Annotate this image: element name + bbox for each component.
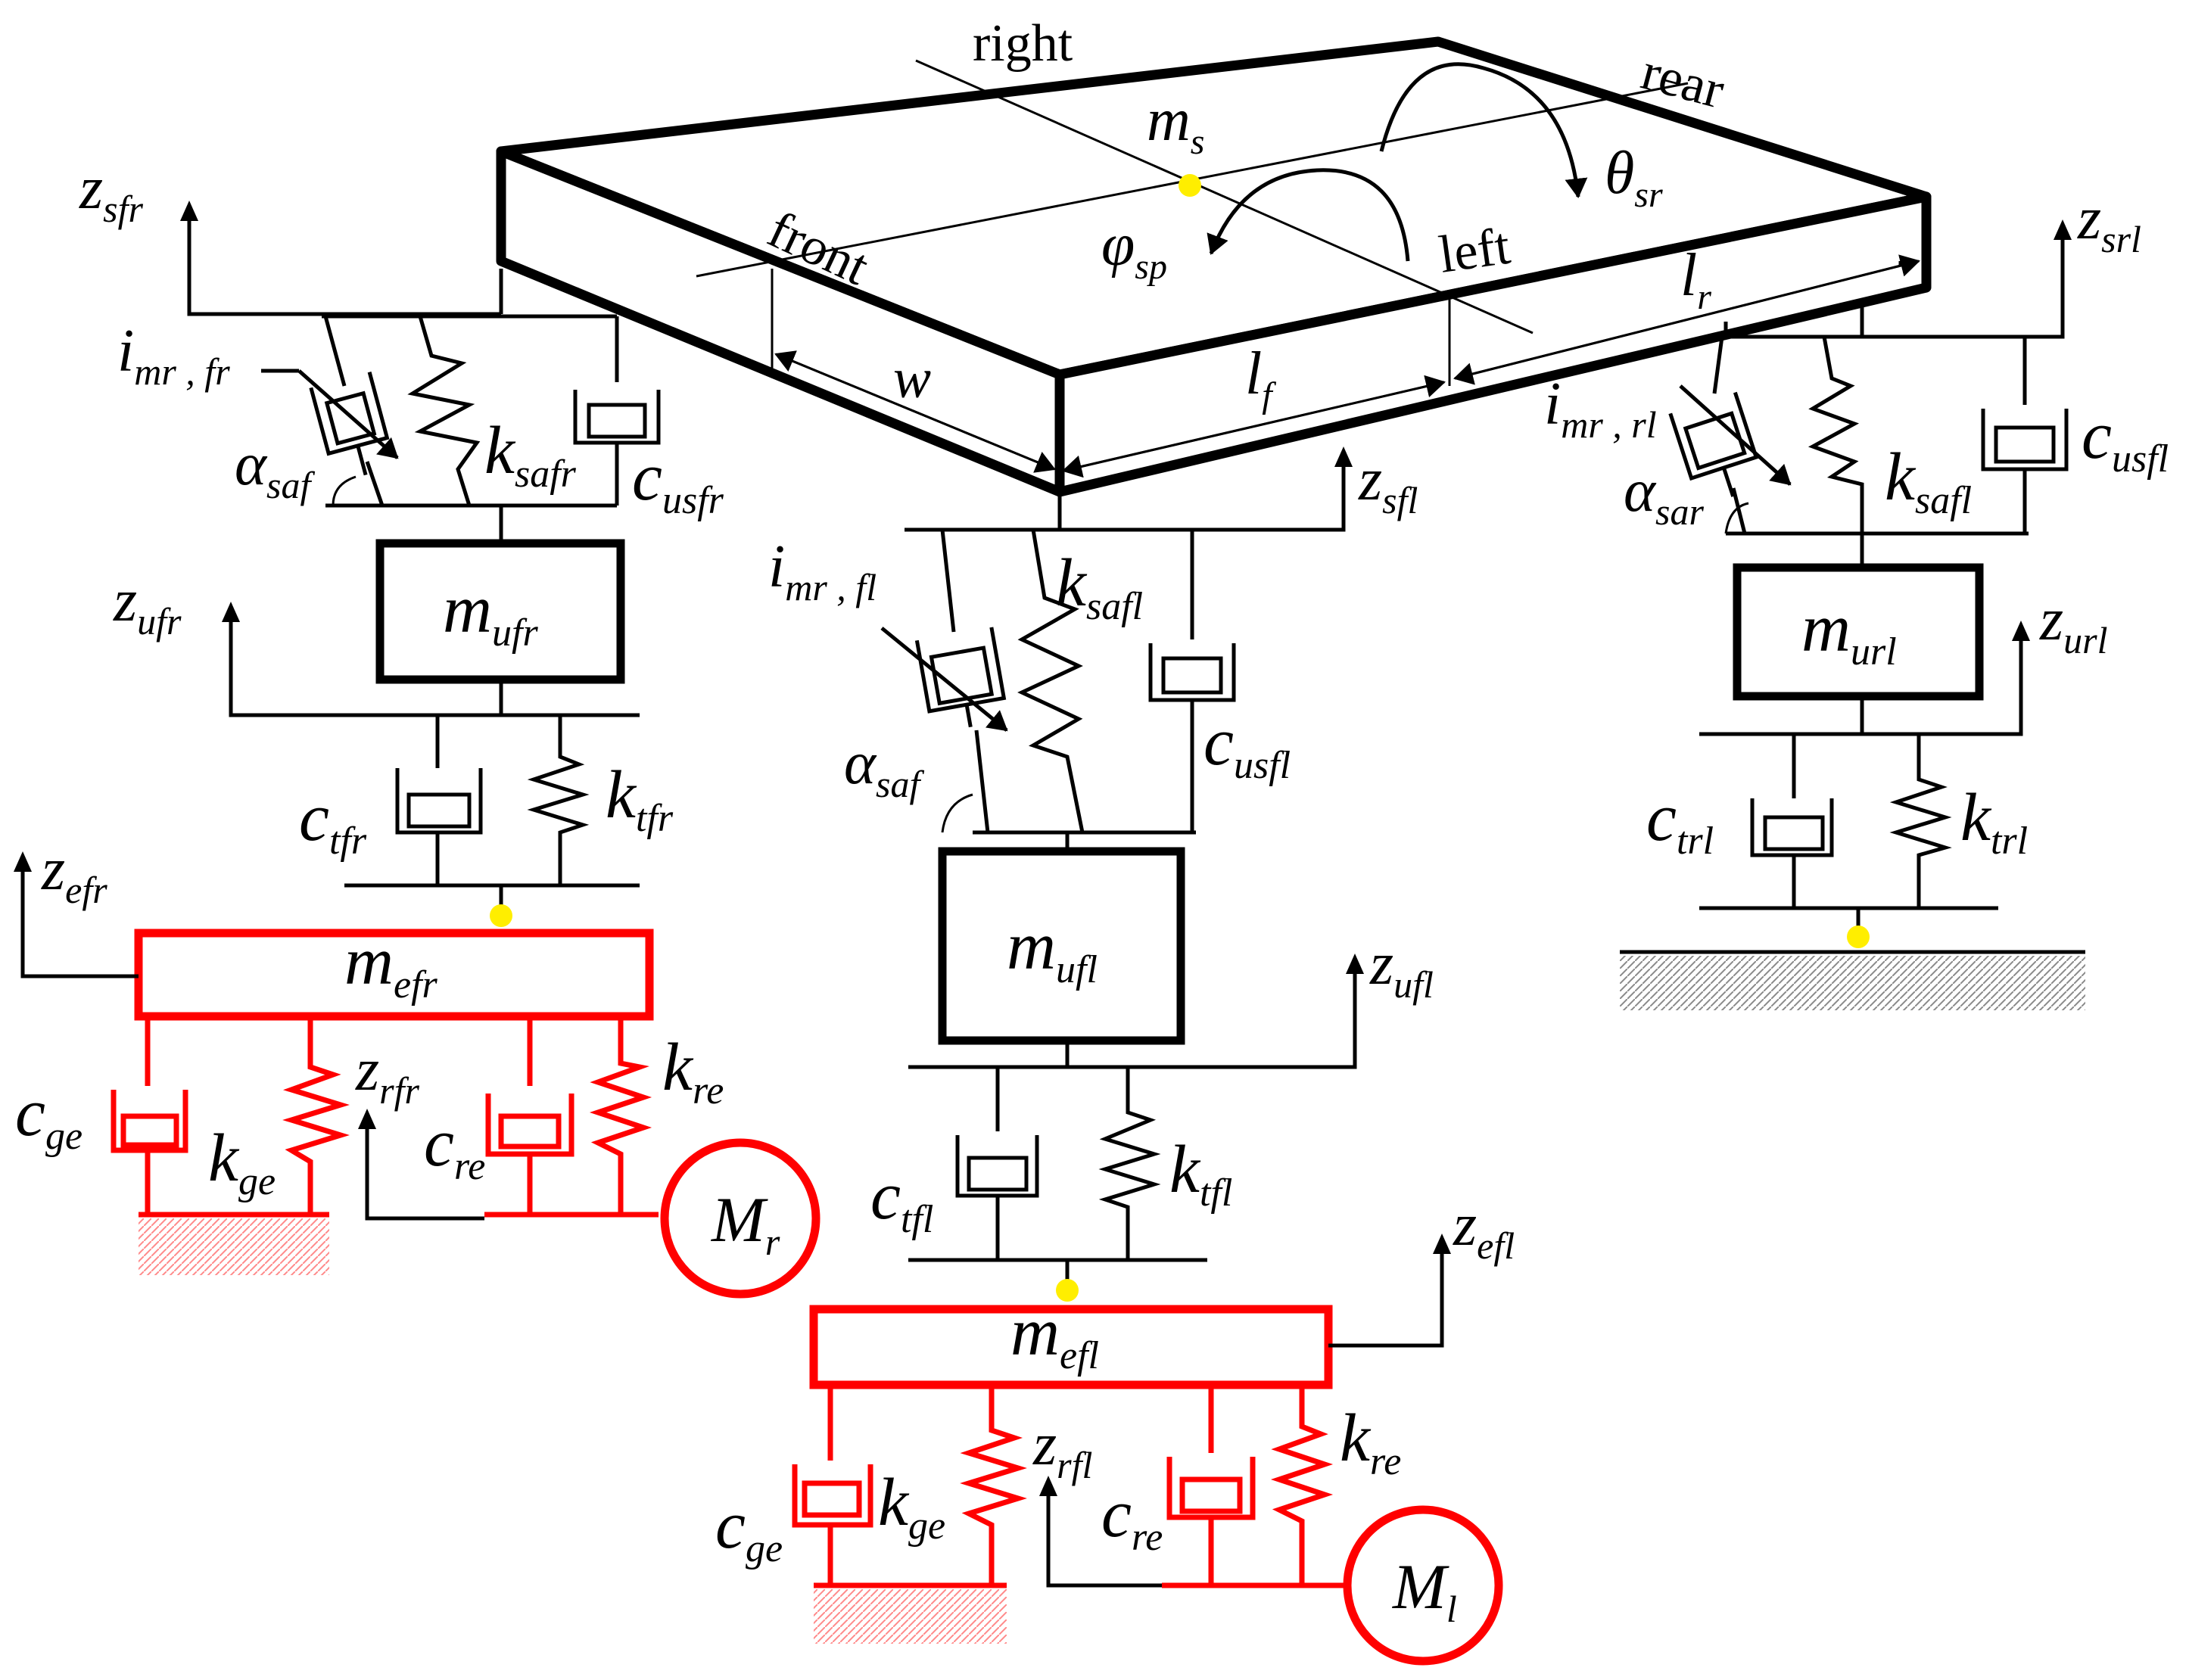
label-c-re-fl: cre <box>1101 1476 1163 1559</box>
label-k-re-fl: kre <box>1340 1401 1401 1483</box>
label-k-ge-fl: kge <box>878 1465 945 1548</box>
label-roll: φsp <box>1101 212 1167 287</box>
rear-left-labels: zsrl imr , rl αsar ksafl cusfl murl zurl… <box>1544 185 2169 863</box>
label-track-width: w <box>893 347 931 410</box>
label-z-ufr: zufr <box>113 568 182 642</box>
label-c-usfr: cusfr <box>632 440 724 522</box>
front-left-corner <box>792 446 1503 1666</box>
sprung-body <box>496 36 1932 497</box>
label-c-ge-fr: cge <box>15 1075 83 1158</box>
label-body-mass: ms <box>1147 87 1204 162</box>
label-k-tfr: ktfr <box>606 758 674 840</box>
label-i-mr-fl: imr , fl <box>768 534 877 608</box>
front-right-corner <box>14 201 820 1299</box>
label-z-sfl: zsfl <box>1358 446 1418 521</box>
label-c-usfl-rl: cusfl <box>2082 398 2169 481</box>
label-k-tfl: ktfl <box>1169 1132 1232 1215</box>
label-z-sfr: zsfr <box>79 155 143 230</box>
rl-contact-point <box>1847 926 1870 948</box>
label-i-mr-rl: imr , rl <box>1544 371 1657 446</box>
label-m-url: murl <box>1801 591 1897 674</box>
label-k-safr: ksafr <box>484 413 577 496</box>
fr-contact-point <box>490 904 512 927</box>
label-c-tfl: ctfl <box>870 1159 933 1241</box>
label-c-usfl-fl: cusfl <box>1203 705 1291 787</box>
fl-contact-point <box>1056 1279 1079 1302</box>
label-c-ge-fl: cge <box>715 1488 783 1570</box>
label-k-safl-fl: ksafl <box>1056 546 1143 628</box>
center-of-gravity <box>1179 174 1201 197</box>
label-z-rfl: zrfl <box>1032 1411 1092 1486</box>
label-lr: lr <box>1680 242 1711 317</box>
label-k-trl: ktrl <box>1960 780 2028 863</box>
label-c-tfr: ctfr <box>299 780 367 863</box>
front-right-labels: zsfr imr , fr αsaf ksafr cusfr zufr mufr… <box>15 155 780 1263</box>
label-k-safl-rl: ksafl <box>1885 440 1972 522</box>
label-alpha-fl: αsaf <box>844 730 924 805</box>
label-m-ufl: mufl <box>1007 909 1098 991</box>
rear-left-corner <box>1620 219 2085 1010</box>
label-pitch: θsr <box>1605 140 1663 215</box>
label-k-ge-fr: kge <box>208 1121 276 1203</box>
label-motor-r: Mr <box>711 1184 780 1263</box>
label-z-efl: zefl <box>1453 1192 1515 1267</box>
label-m-efr: mefr <box>344 924 438 1006</box>
label-m-efl: mefl <box>1010 1295 1099 1377</box>
label-c-trl: ctrl <box>1646 780 1714 863</box>
front-left-labels: zsfl imr , fl ksafl cusfl αsaf mufl zufl… <box>715 446 1515 1630</box>
label-left: left <box>1436 217 1515 285</box>
label-right: right <box>973 14 1073 73</box>
label-z-url: zurl <box>2039 586 2108 661</box>
label-z-ufl: zufl <box>1369 931 1434 1006</box>
label-z-srl: zsrl <box>2077 185 2141 260</box>
label-z-efr: zefr <box>41 836 107 911</box>
label-motor-l: Ml <box>1392 1551 1457 1630</box>
label-alpha-fr: αsaf <box>235 431 315 506</box>
label-z-rfr: zrfr <box>355 1037 419 1112</box>
label-c-re-fr: cre <box>424 1106 485 1188</box>
label-alpha-rl: αsar <box>1624 458 1704 533</box>
label-k-re-fr: kre <box>662 1030 724 1112</box>
label-m-ufr: mufr <box>443 572 538 655</box>
label-i-mr-fr: imr , fr <box>117 318 230 393</box>
